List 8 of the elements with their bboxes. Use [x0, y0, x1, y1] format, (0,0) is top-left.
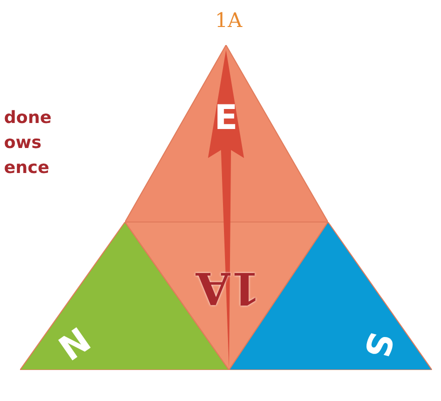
- triangle-letter: E: [214, 101, 238, 135]
- note-text: ence: [4, 158, 50, 178]
- vertex-label: 1A: [215, 8, 242, 32]
- triangle-letter: N: [54, 322, 96, 368]
- note-text: ows: [4, 133, 42, 153]
- triangle-label: 1A: [196, 265, 260, 309]
- triangle-letter: S: [358, 328, 398, 362]
- note-text: done: [4, 108, 52, 128]
